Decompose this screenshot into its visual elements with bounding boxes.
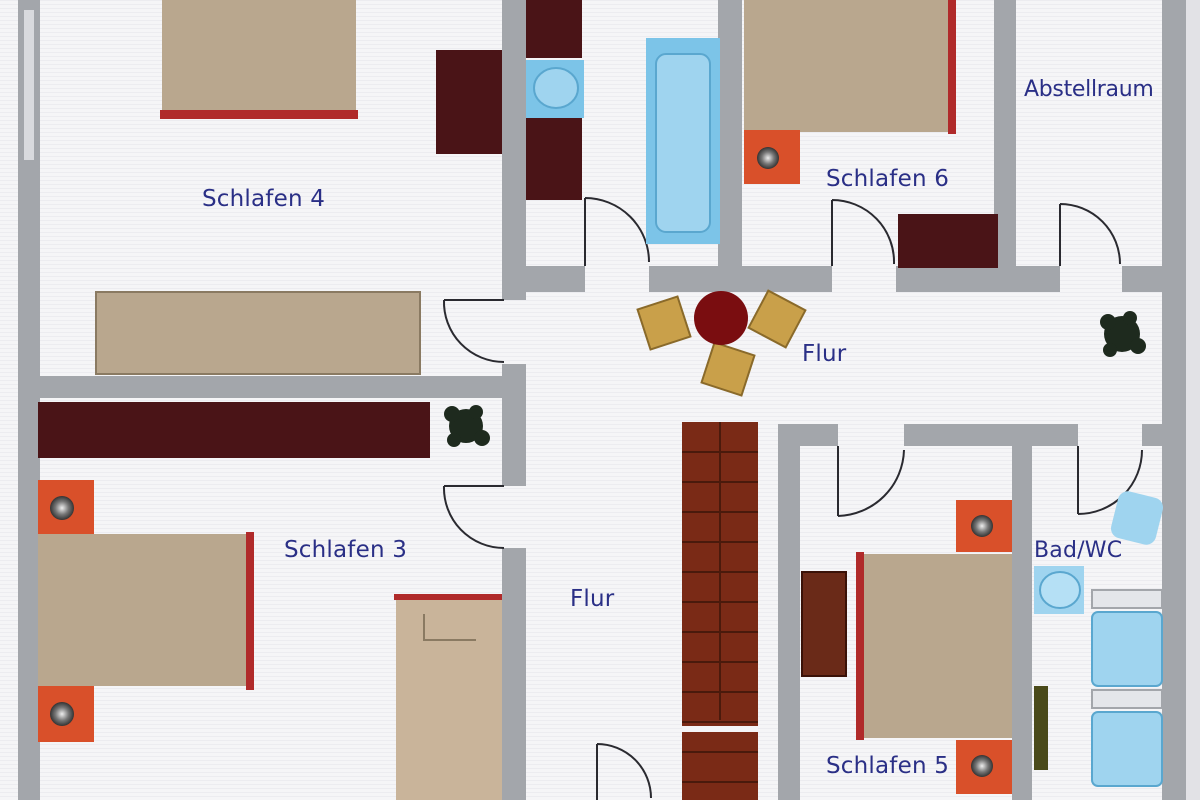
desk-schlafen-4 — [95, 291, 421, 375]
cabinet-bath-mid — [526, 118, 582, 200]
nightstand-schlafen-6 — [744, 130, 800, 184]
dresser-schlafen-6 — [898, 214, 998, 268]
shelf-bad-wc-lower — [1091, 689, 1163, 709]
shower-tray-upper — [1091, 611, 1163, 687]
sink-bad-wc — [1034, 566, 1084, 614]
nightstand-schlafen-3-top — [38, 480, 94, 534]
nightstand-schlafen-3-bottom — [38, 686, 94, 742]
nightstand-schlafen-5-bottom — [956, 740, 1012, 794]
wardrobe-schlafen-3 — [38, 402, 430, 458]
room-label-schlafen-4: Schlafen 4 — [202, 186, 326, 212]
room-label-flur-upper: Flur — [802, 341, 847, 367]
bed-schlafen-4 — [160, 0, 358, 119]
sink-bath-upper — [526, 60, 584, 118]
plant-schlafen-3 — [444, 405, 490, 447]
bed-schlafen-5 — [856, 552, 1012, 740]
staircase — [682, 422, 758, 800]
bed-schlafen-3 — [38, 532, 254, 690]
wardrobe-schlafen-4 — [436, 50, 502, 154]
door-swings — [442, 197, 1143, 800]
shower-tray-lower — [1091, 711, 1163, 787]
dining-table — [636, 289, 807, 397]
towel-rack — [1034, 686, 1048, 770]
room-label-flur-lower: Flur — [570, 586, 615, 612]
bed-schlafen-6 — [744, 0, 956, 134]
room-label-bad-wc: Bad/WC — [1034, 538, 1123, 563]
door-openings — [502, 266, 1142, 548]
room-label-schlafen-5: Schlafen 5 — [826, 753, 950, 779]
room-label-schlafen-6: Schlafen 6 — [826, 166, 950, 192]
toilet — [1110, 491, 1164, 545]
bathtub — [646, 38, 720, 244]
room-label-abstellraum: Abstellraum — [1024, 77, 1154, 102]
nightstand-schlafen-5-top — [956, 500, 1012, 552]
shelf-bad-wc — [1091, 589, 1163, 609]
cabinet-bath-top — [526, 0, 582, 58]
room-label-schlafen-3: Schlafen 3 — [284, 537, 408, 563]
plant-flur — [1100, 311, 1146, 357]
dresser-schlafen-5 — [801, 571, 847, 677]
desk-schlafen-3 — [394, 594, 502, 800]
